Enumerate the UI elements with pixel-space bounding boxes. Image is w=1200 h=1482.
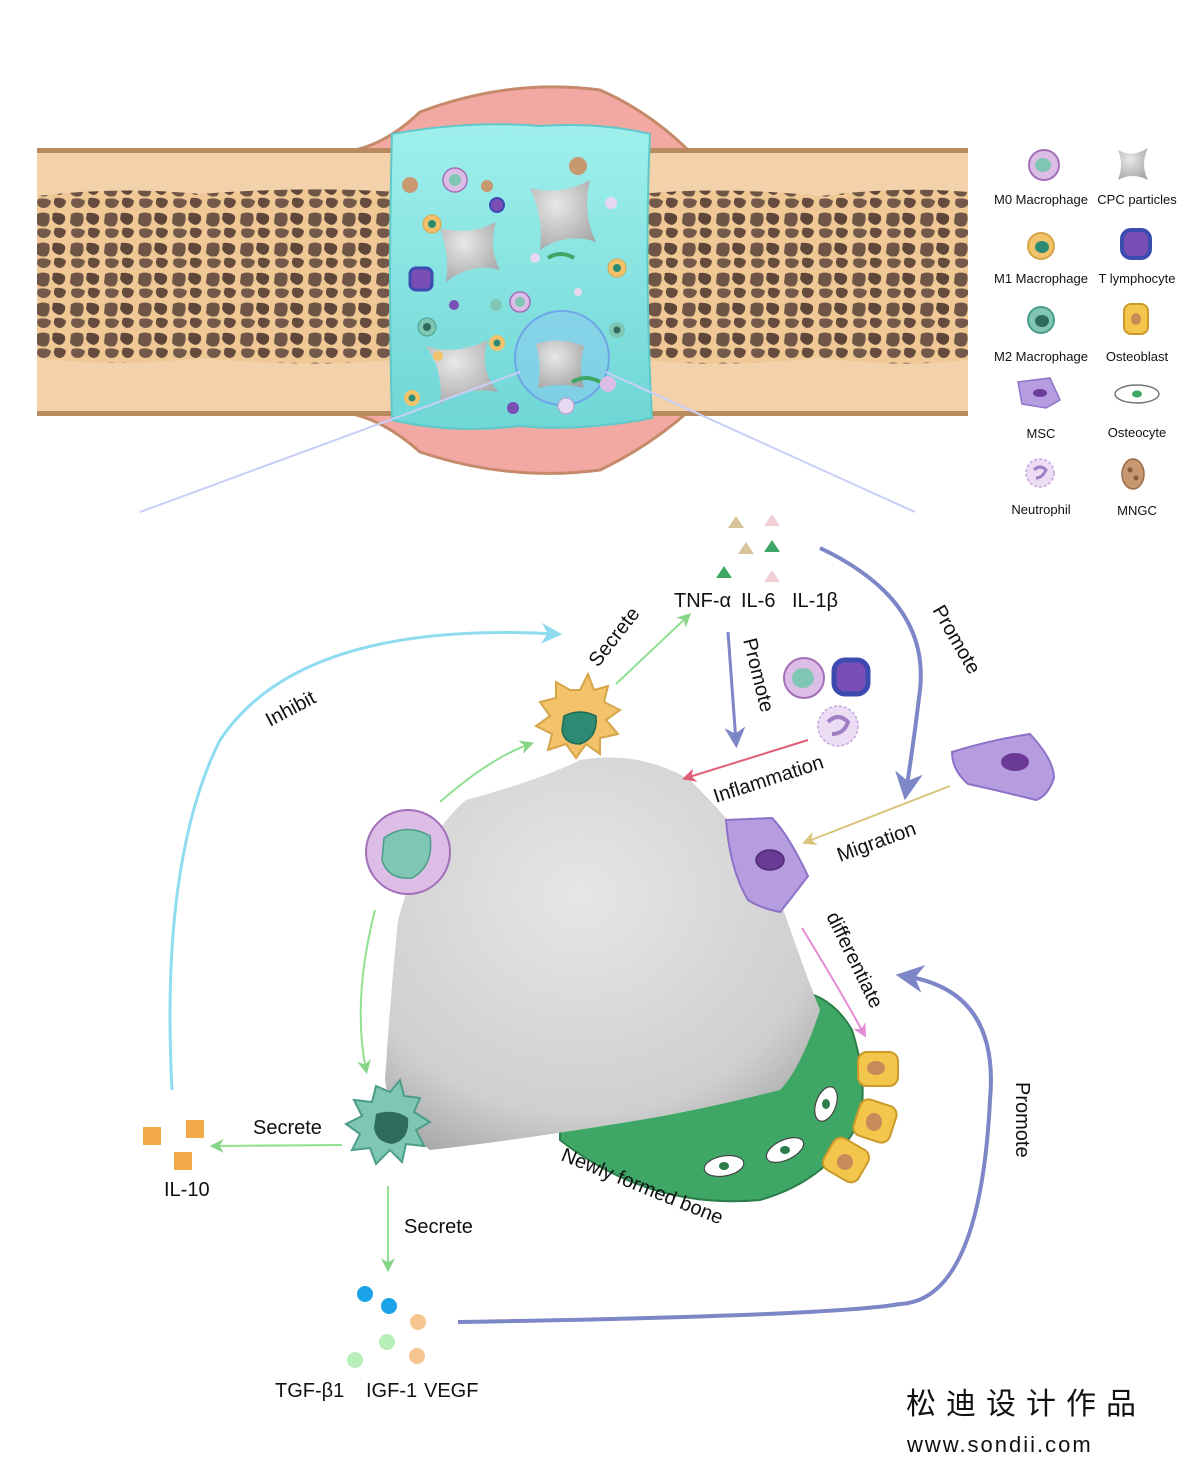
watermark-url: www.sondii.com [906, 1432, 1093, 1457]
cpc-particle-icon [1118, 148, 1148, 180]
watermark: 松迪设计作品 www.sondii.com [906, 1388, 1146, 1457]
legend-label-osteoblast: Osteoblast [1106, 349, 1169, 364]
legend-m1-macrophage: M1 Macrophage [994, 232, 1088, 286]
label-tgf-b1: TGF-β1 [275, 1380, 344, 1402]
pro-inflammatory-cytokines [716, 514, 780, 582]
legend-label-neutrophil: Neutrophil [1011, 502, 1070, 517]
label-il-1b: IL-1β [792, 590, 838, 612]
legend-label-m2: M2 Macrophage [994, 349, 1088, 364]
legend-label-m0: M0 Macrophage [994, 192, 1088, 207]
label-tnf-alpha: TNF-α [674, 590, 731, 612]
il-10-molecules [143, 1120, 204, 1170]
label-igf-1: IGF-1 [366, 1380, 417, 1402]
label-secrete-growth: Secrete [404, 1216, 473, 1238]
osteoblasts [821, 1051, 899, 1184]
legend-msc: MSC [1017, 377, 1061, 441]
legend-neutrophil: Neutrophil [1011, 458, 1071, 517]
neutrophil-icon [1025, 458, 1055, 488]
arrow-m0-to-m2 [357, 909, 376, 1075]
bone-defect-illustration [37, 85, 968, 513]
legend-m0-macrophage: M0 Macrophage [994, 149, 1088, 207]
label-promote-bone: Promote [1011, 1082, 1033, 1158]
m2-macrophage [344, 1077, 432, 1166]
arrow-inhibit [168, 622, 563, 1091]
label-promote-inflammation: Promote [738, 636, 778, 715]
label-vegf: VEGF [424, 1380, 478, 1402]
osteocytes [703, 1086, 838, 1178]
legend-m2-macrophage: M2 Macrophage [994, 306, 1088, 364]
label-promote-migration: Promote [928, 602, 985, 678]
mechanism-panel: TNF-α IL-6 IL-1β Secrete Inhibit Promote… [143, 514, 1056, 1402]
legend-t-lymphocyte: T lymphocyte [1098, 228, 1176, 286]
label-il-6: IL-6 [741, 590, 775, 612]
cpc-particle [440, 222, 500, 282]
arrow-promote-migration [819, 546, 923, 801]
label-il-10: IL-10 [164, 1179, 210, 1201]
legend-label-osteocyte: Osteocyte [1108, 425, 1167, 440]
zoom-line-left [139, 371, 521, 513]
arrow-secrete-tnf [615, 613, 692, 685]
arrow-inflammation [681, 739, 809, 782]
arrow-m0-to-m1 [439, 740, 534, 803]
inflammatory-cells [783, 657, 871, 747]
arrow-secrete-il10 [209, 1138, 343, 1153]
label-differentiate: differentiate [822, 909, 887, 1012]
t-lymphocyte-icon [1120, 228, 1152, 260]
arrow-promote-inflammation [724, 631, 746, 749]
growth-factors [347, 1286, 426, 1368]
legend-label-m1: M1 Macrophage [994, 271, 1088, 286]
arrow-differentiate [801, 927, 867, 1038]
cpc-particle [426, 340, 498, 404]
label-secrete-tnf: Secrete [585, 603, 645, 671]
cpc-particle-large [385, 757, 820, 1150]
cpc-particle [530, 180, 596, 250]
msc-migrating [950, 732, 1056, 802]
label-inflammation: Inflammation [711, 751, 827, 807]
m1-macrophage [534, 671, 622, 760]
m0-macrophage [365, 809, 451, 895]
legend-label-msc: MSC [1027, 426, 1056, 441]
bone-right-segment [640, 148, 968, 416]
arrow-migration [802, 785, 951, 845]
legend: M0 Macrophage CPC particles M1 Macrophag… [994, 148, 1177, 518]
bone-left-segment [37, 148, 397, 416]
label-secrete-il10: Secrete [253, 1117, 322, 1139]
legend-label-cpc: CPC particles [1097, 192, 1177, 207]
legend-mngc: MNGC [1117, 458, 1157, 518]
scattered-cells [402, 157, 627, 415]
mngc-icon [1121, 458, 1145, 490]
legend-osteoblast: Osteoblast [1106, 303, 1169, 364]
legend-osteocyte: Osteocyte [1108, 384, 1167, 440]
zoom-line-right [605, 371, 916, 513]
label-inhibit: Inhibit [262, 687, 320, 732]
arrow-promote-bone [457, 964, 993, 1324]
watermark-chinese: 松迪设计作品 [906, 1388, 1146, 1421]
legend-cpc-particles: CPC particles [1097, 148, 1177, 207]
legend-label-mngc: MNGC [1117, 503, 1157, 518]
cpc-particle [536, 340, 584, 388]
legend-label-t: T lymphocyte [1098, 271, 1175, 286]
